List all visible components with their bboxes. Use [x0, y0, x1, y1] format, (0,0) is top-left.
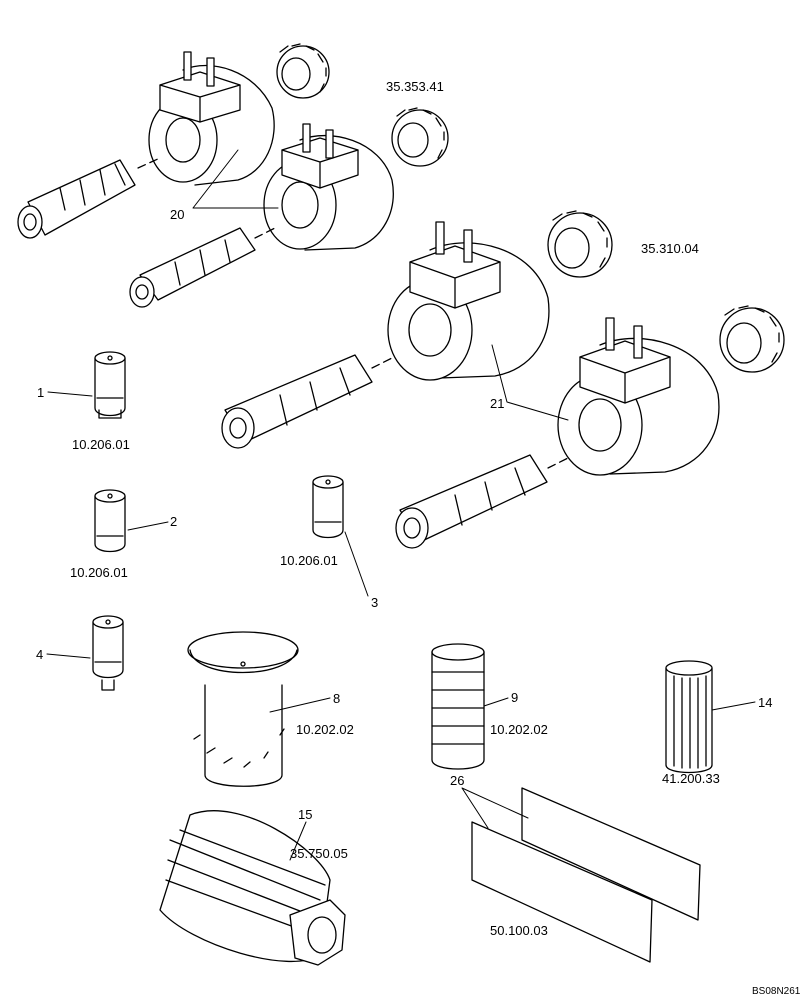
- part-number-strainer-8: 10.202.02: [296, 722, 354, 737]
- part-number-strainer-9: 10.202.02: [490, 722, 548, 737]
- valve-cartridge-d: [395, 454, 569, 549]
- solenoid-coil-b: [263, 123, 394, 251]
- filter-15: [159, 810, 346, 966]
- valve-cartridge-a: [17, 157, 161, 239]
- part-number-filter-14: 41.200.33: [662, 771, 720, 786]
- solenoid-nut-a: [276, 43, 330, 99]
- callout-1: 1: [37, 385, 45, 400]
- callout-15: 15: [298, 807, 313, 822]
- filter-2: [94, 489, 126, 553]
- part-number-filter-1: 10.206.01: [72, 437, 130, 452]
- part-number-filter-3: 10.206.01: [280, 553, 338, 568]
- solenoid-coil-c: [387, 221, 550, 381]
- figure-code: BS08N261: [752, 986, 801, 997]
- part-number-solenoid-nut-large: 35.310.04: [641, 241, 699, 256]
- callout-21: 21: [490, 396, 505, 411]
- part-number-filter-2: 10.206.01: [70, 565, 128, 580]
- callout-3: 3: [371, 595, 379, 610]
- filter-3: [312, 475, 344, 539]
- strainer-8: [187, 631, 299, 787]
- strainer-9: [431, 643, 485, 770]
- screens-26: [471, 787, 701, 963]
- callout-8: 8: [333, 691, 341, 706]
- part-number-solenoid-nut-small: 35.353.41: [386, 79, 444, 94]
- filter-4: [92, 615, 124, 691]
- callout-4: 4: [36, 647, 44, 662]
- filter-14: [665, 660, 713, 774]
- leader-lines: [46, 149, 756, 861]
- callout-26: 26: [450, 773, 465, 788]
- filter-1: [94, 351, 126, 419]
- callout-9: 9: [511, 690, 519, 705]
- callout-14: 14: [758, 695, 773, 710]
- solenoid-nut-c: [547, 210, 613, 278]
- part-number-screens-26: 50.100.03: [490, 923, 548, 938]
- solenoid-nut-b: [391, 107, 449, 167]
- part-number-filter-15: 35.750.05: [290, 846, 348, 861]
- valve-cartridge-c: [221, 354, 393, 449]
- callout-2: 2: [170, 514, 178, 529]
- valve-cartridge-b: [129, 227, 276, 308]
- callout-20: 20: [170, 207, 185, 222]
- solenoid-coil-d: [557, 317, 720, 476]
- solenoid-coil-a: [148, 51, 275, 186]
- solenoid-nut-d: [719, 305, 785, 373]
